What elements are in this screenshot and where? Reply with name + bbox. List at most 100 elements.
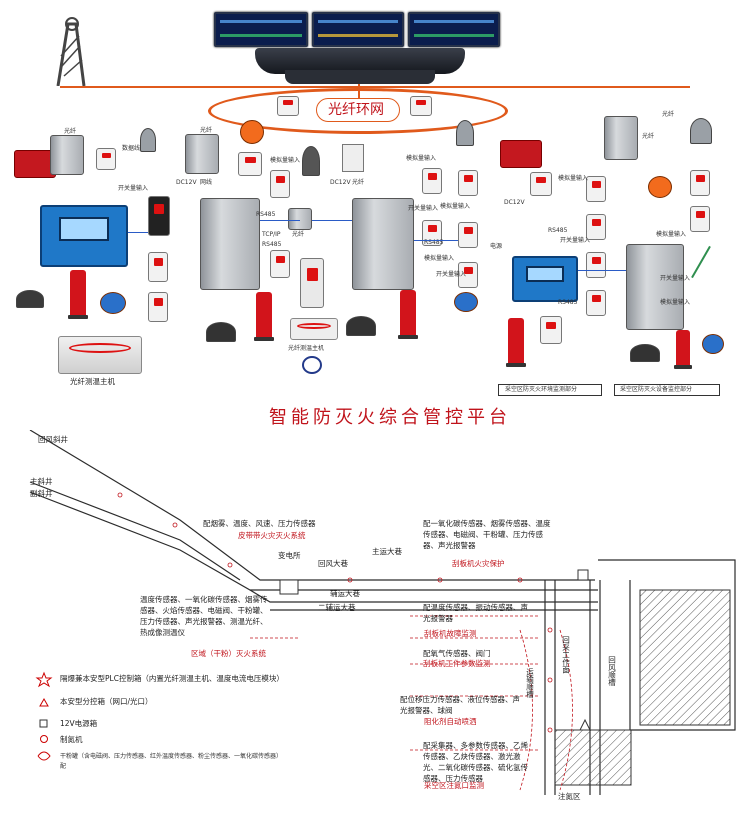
valve-left <box>16 290 44 308</box>
sensor-center-1 <box>422 168 442 194</box>
sensor-right-1 <box>586 176 606 202</box>
substation-box <box>279 579 299 595</box>
link-line <box>414 240 458 241</box>
conn-label: TCP/IP <box>262 231 281 238</box>
legend-item-2: 本安型分控箱（网口/光口） <box>60 697 153 706</box>
fiber-ring <box>208 88 508 134</box>
conn-label: 开关量输入 <box>560 237 591 244</box>
conn-label: 电源 <box>490 243 503 250</box>
sensor-center-3 <box>458 170 478 196</box>
legend-item-5-suffix: 配 <box>60 763 67 770</box>
alarm-lamp-center <box>398 290 418 339</box>
valve-center <box>346 316 376 336</box>
arrow-up-icon <box>579 718 591 731</box>
conn-label: DC12V <box>330 179 351 186</box>
legend-item-1: 隔爆兼本安型PLC控制箱（内置光纤测温主机、温度电流电压模块） <box>60 674 284 683</box>
note5-red: 刮板机工作参数监测 <box>423 659 491 668</box>
vertical-label-3: 回采工作面 <box>561 636 571 674</box>
conn-label: 模拟量输入 <box>660 299 691 306</box>
sensor-mid-2 <box>270 250 290 278</box>
conn-label: 模拟量输入 <box>558 175 589 182</box>
ring-switch-left <box>277 96 299 116</box>
conn-label: 开关量输入 <box>118 185 149 192</box>
conn-label: 数据线 <box>122 145 141 152</box>
sub-control-box-legend-icon <box>39 697 49 707</box>
note7-red: 采空区注氮口监测 <box>424 781 484 790</box>
conn-label: 模拟量输入 <box>440 203 471 210</box>
roadway-aux: 辅运大巷 <box>330 589 360 598</box>
fiber-coil <box>302 356 322 374</box>
switch-box-center <box>342 144 364 172</box>
shaft-main: 主斜井 <box>30 477 53 486</box>
orange-sensor-right <box>648 176 672 198</box>
temp-probe-stick <box>691 245 711 279</box>
section-right-label: 采空区防灭火设备监控部分 <box>620 386 693 393</box>
note1-red: 皮带带火灾灭火系统 <box>238 531 306 540</box>
mine-layout-diagram <box>29 430 736 795</box>
console-base <box>285 70 435 84</box>
section-right-box <box>614 384 720 396</box>
switch-cabinet-2 <box>185 134 219 174</box>
conn-label: 模拟量输入 <box>406 155 437 162</box>
fiber-temp-host-left <box>58 336 142 374</box>
valve-right <box>630 344 660 362</box>
note2: 配一氧化碳传感器、烟雾传感器、温度传感器、电磁阀、干粉罐、压力传感器、声光报警器 <box>423 519 551 550</box>
conn-label: 光纤 <box>352 179 365 186</box>
plc-control-box-left <box>40 205 128 267</box>
ring-switch-right <box>410 96 432 116</box>
monitor-screen-left <box>214 12 308 47</box>
host-mid-label: 光纤测温主机 <box>288 345 325 352</box>
conn-label: 开关量输入 <box>408 205 439 212</box>
power-box-red <box>14 150 56 178</box>
conn-label: 光纤 <box>200 127 213 134</box>
link-line <box>578 270 626 271</box>
conn-label: 模拟量输入 <box>424 255 455 262</box>
probe-right <box>690 118 712 144</box>
plc-cabinet-1 <box>200 198 260 290</box>
flameproof-box-2 <box>454 292 478 312</box>
sensor-center-5 <box>458 262 478 288</box>
vertical-label-2: 运输顺槽 <box>525 668 535 698</box>
goaf-area <box>639 589 731 726</box>
note6-red: 阻化剂自动喷洒 <box>424 717 477 726</box>
section-left-box <box>498 384 602 396</box>
power-box-red-right <box>500 140 542 168</box>
gas-sensor-left <box>148 252 168 282</box>
conn-label: RS485 <box>548 227 568 234</box>
conn-label: 光纤 <box>642 133 655 140</box>
legend-item-5: 干粉罐（含电磁阀、压力传感器、红外温度传感器、粉尘传感器、一氧化碳传感器） <box>60 753 283 760</box>
note4: 配温度传感器、振动传感器、声光报警器 <box>423 603 528 623</box>
note6: 配位移压力传感器、液位传感器、声光报警器、球阀 <box>400 695 520 715</box>
conn-label: 模拟量输入 <box>270 157 301 164</box>
shaft-return-air: 回风斜井 <box>38 435 68 444</box>
sensor-center-2 <box>422 220 442 246</box>
conn-label: 开关量输入 <box>660 275 691 282</box>
junction-box <box>577 569 589 581</box>
valve-mid <box>206 322 236 342</box>
conn-label: 光纤 <box>292 231 305 238</box>
fiber-host <box>148 196 170 236</box>
temperature-probe <box>140 128 156 152</box>
plc-control-box-right <box>512 256 578 302</box>
sensor-right-4 <box>586 290 606 316</box>
fiber-temp-host-mid <box>290 318 338 340</box>
thermal-camera <box>288 208 312 230</box>
conn-label: RS485 <box>424 239 444 246</box>
sensor-right-3 <box>586 252 606 278</box>
powder-tank-legend-icon <box>37 751 51 761</box>
conn-label: 光纤 <box>64 128 77 135</box>
probe-center <box>456 120 474 146</box>
host-left-label: 光纤测温主机 <box>70 377 115 386</box>
conn-label: RS485 <box>262 241 282 248</box>
link-line <box>260 220 300 221</box>
conn-label: RS485 <box>558 299 578 306</box>
note4-red: 刮板机故障监测 <box>424 629 477 638</box>
co-sensor-2 <box>238 152 262 176</box>
legend-item-3: 12V电源箱 <box>60 719 98 728</box>
conn-label: 光纤 <box>662 111 675 118</box>
page-title: 智能防灭火综合管控平台 <box>269 407 511 428</box>
roadway-main: 主运大巷 <box>372 547 402 556</box>
system-architecture-diagram: 光纤环网 光纤测温主机 光纤测温主机 <box>0 0 750 400</box>
conn-label: 开关量输入 <box>436 271 467 278</box>
note1: 配烟雾、温度、风速、压力传感器 <box>203 519 316 528</box>
